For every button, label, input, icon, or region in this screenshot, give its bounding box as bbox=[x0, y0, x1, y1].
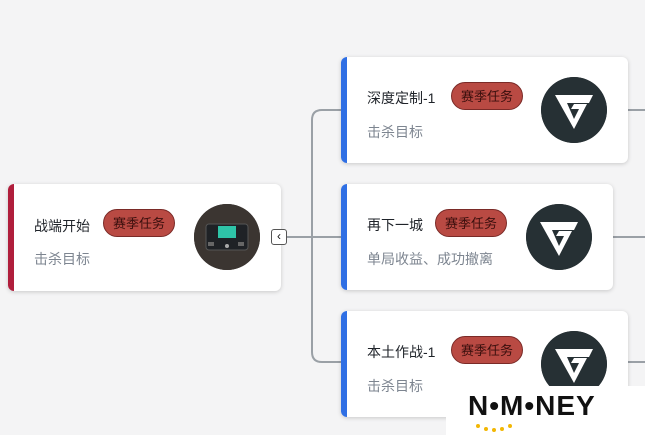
watermark-logo-text: N•M•NEY bbox=[468, 390, 596, 421]
child-node-title: 深度定制-1 bbox=[367, 90, 436, 106]
child-node-title: 本土作战-1 bbox=[367, 344, 436, 360]
child-node-badge: 赛季任务 bbox=[451, 336, 523, 364]
root-node-badge: 赛季任务 bbox=[103, 209, 175, 237]
child-node-card[interactable]: 再下一城 赛季任务 单局收益、成功撤离 bbox=[341, 184, 613, 290]
collapse-children-button[interactable]: ‹ bbox=[271, 229, 287, 245]
child-node-subtitle: 单局收益、成功撤离 bbox=[367, 251, 493, 267]
child-accent-bar bbox=[341, 57, 347, 163]
root-accent-bar bbox=[8, 184, 14, 291]
child-node-subtitle: 击杀目标 bbox=[367, 124, 423, 140]
device-thumbnail-icon bbox=[194, 204, 260, 270]
root-node-title: 战端开始 bbox=[34, 218, 90, 234]
watermark-logo: N•M•NEY bbox=[446, 386, 645, 435]
root-node-subtitle: 击杀目标 bbox=[34, 251, 90, 267]
child-accent-bar bbox=[341, 184, 347, 290]
g-logo-icon bbox=[526, 204, 592, 270]
child-node-subtitle: 击杀目标 bbox=[367, 378, 423, 394]
child-node-badge: 赛季任务 bbox=[435, 209, 507, 237]
child-node-title: 再下一城 bbox=[367, 217, 423, 233]
chevron-left-icon: ‹ bbox=[277, 229, 281, 243]
child-node-card[interactable]: 本土作战-1 赛季任务 击杀目标 bbox=[341, 311, 628, 417]
root-node-card[interactable]: 战端开始 赛季任务 击杀目标 bbox=[8, 184, 281, 291]
child-node-card[interactable]: 深度定制-1 赛季任务 击杀目标 bbox=[341, 57, 628, 163]
watermark-dots-icon bbox=[476, 424, 512, 432]
child-accent-bar bbox=[341, 311, 347, 417]
g-logo-icon bbox=[541, 77, 607, 143]
child-node-badge: 赛季任务 bbox=[451, 82, 523, 110]
